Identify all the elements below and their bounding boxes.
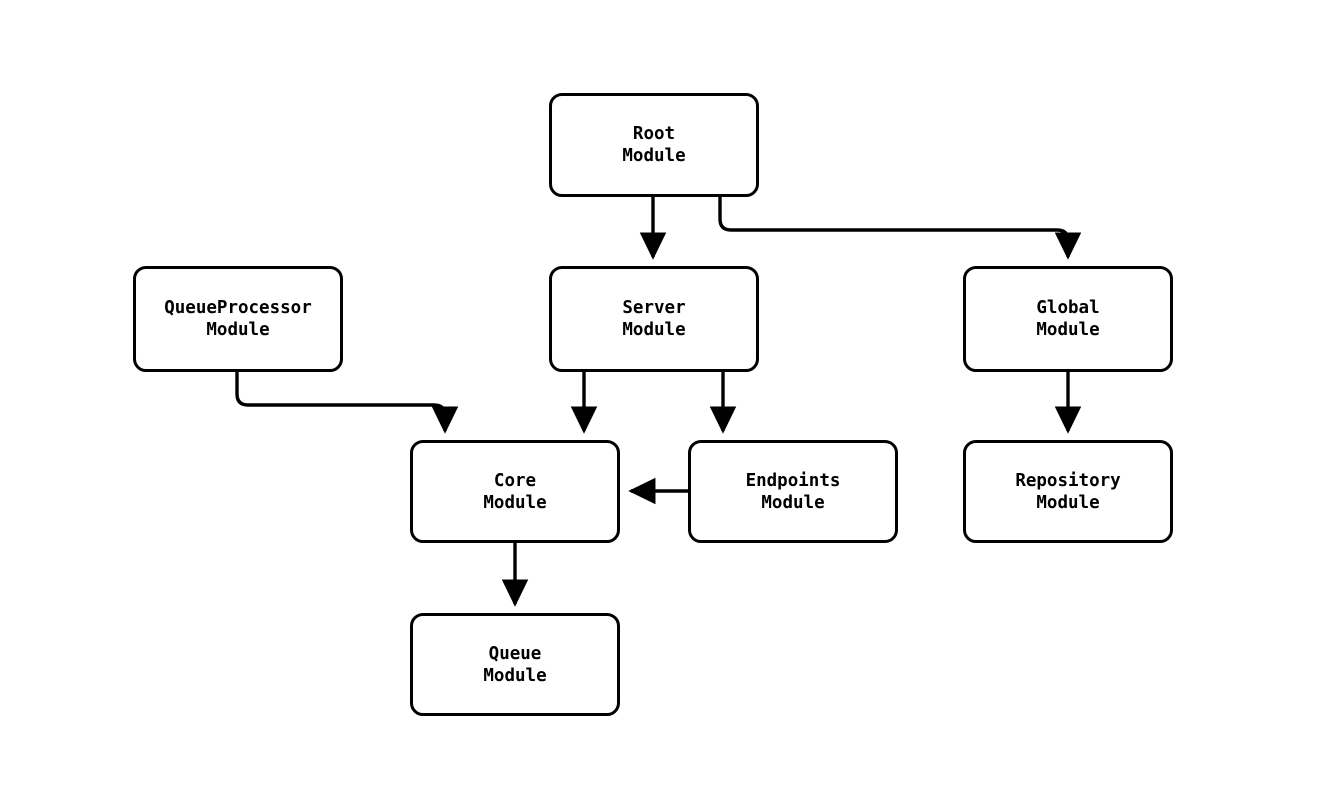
node-queueprocessor-label-line2: Module bbox=[206, 320, 270, 340]
node-endpoints-label-line2: Module bbox=[761, 492, 825, 513]
node-endpoints-label-line1: Endpoints bbox=[745, 470, 841, 491]
node-core-label-line2: Module bbox=[483, 492, 547, 513]
node-queueprocessor-label-line1: QueueProcessor bbox=[164, 298, 312, 318]
node-repository-label-line1: Repository bbox=[1015, 470, 1121, 491]
edge-queueprocessor-to-core bbox=[235, 372, 459, 434]
node-queue-label-line2: Module bbox=[483, 665, 547, 686]
node-queueprocessor[interactable]: QueueProcessor Module bbox=[133, 266, 343, 372]
node-core-label-line1: Core bbox=[493, 470, 537, 491]
node-root-label-line1: Root bbox=[632, 124, 676, 144]
node-global-label-line1: Global bbox=[1036, 298, 1100, 318]
node-endpoints[interactable]: Endpoints Module bbox=[688, 440, 898, 543]
node-repository[interactable]: Repository Module bbox=[963, 440, 1173, 543]
edge-root-to-global bbox=[718, 197, 1082, 260]
node-root-label-line2: Module bbox=[622, 146, 686, 166]
node-queue[interactable]: Queue Module bbox=[410, 613, 620, 716]
node-core[interactable]: Core Module bbox=[410, 440, 620, 543]
node-global[interactable]: Global Module bbox=[963, 266, 1173, 372]
node-global-label-line2: Module bbox=[1036, 320, 1100, 340]
node-repository-label-line2: Module bbox=[1036, 492, 1100, 513]
node-root[interactable]: Root Module bbox=[549, 93, 759, 197]
node-server-label-line2: Module bbox=[622, 320, 686, 340]
node-queue-label-line1: Queue bbox=[488, 643, 542, 664]
node-server-label-line1: Server bbox=[622, 298, 686, 318]
node-server[interactable]: Server Module bbox=[549, 266, 759, 372]
